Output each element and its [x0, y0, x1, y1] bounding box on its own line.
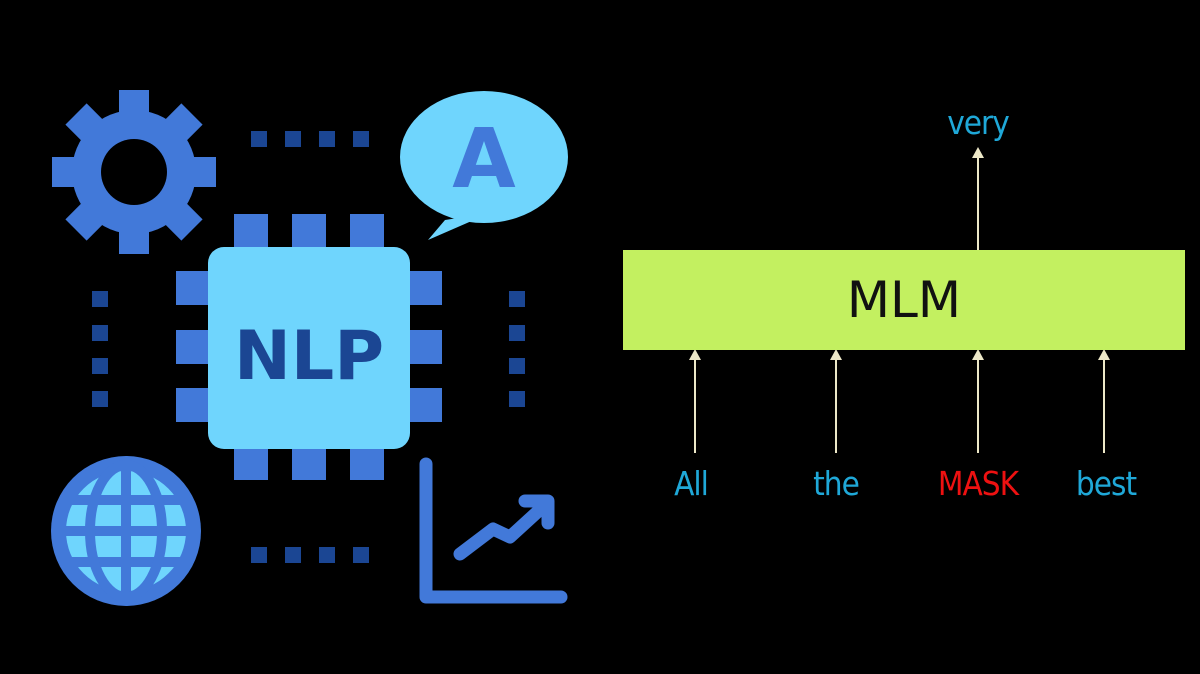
input-token: best [1075, 464, 1137, 503]
output-token: very [947, 103, 1010, 142]
chip-icon: NLP [176, 214, 442, 480]
input-token: All [674, 464, 709, 503]
masked-input-token: MASK [937, 464, 1019, 503]
chip-label: NLP [234, 317, 384, 396]
diagram-arrows [689, 147, 1110, 453]
connector-dots-right [509, 291, 525, 407]
mlm-label: MLM [846, 271, 962, 329]
speech-bubble-letter: A [452, 112, 516, 207]
growth-chart-icon [419, 457, 568, 604]
input-token: the [813, 464, 860, 503]
speech-bubble-icon: A [400, 91, 568, 240]
globe-icon [51, 456, 201, 606]
connector-dots-top [251, 131, 369, 147]
gear-icon [52, 90, 216, 254]
connector-dots-bottom [251, 547, 369, 563]
mlm-model-box: MLM [623, 250, 1185, 350]
connector-dots-left [92, 291, 108, 407]
